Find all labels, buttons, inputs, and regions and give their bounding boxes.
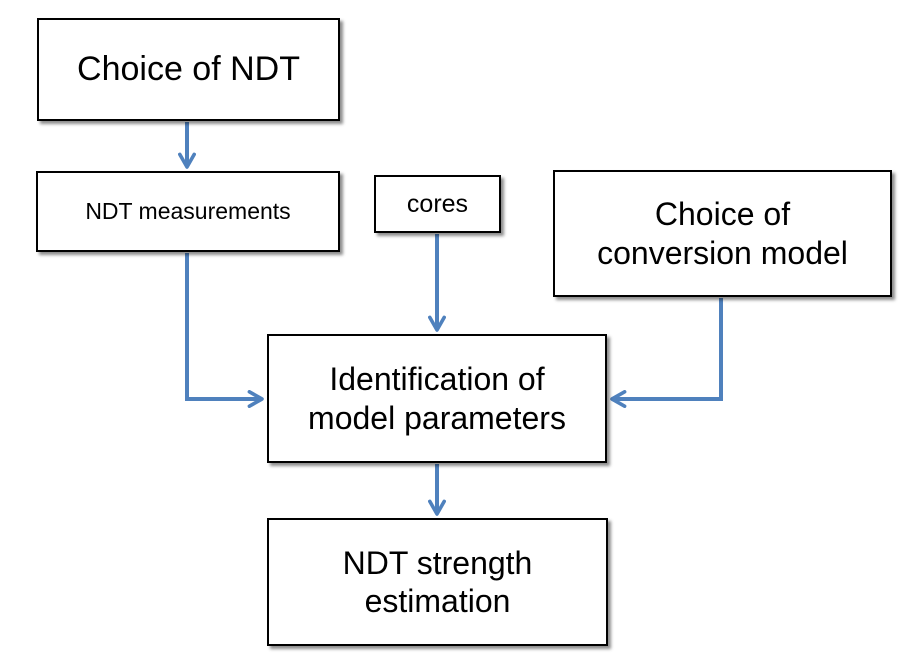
node-label-line: conversion model: [597, 234, 848, 271]
edge-measurements-to-identification: [185, 253, 264, 408]
node-label-line: cores: [406, 190, 469, 218]
node-ndt-measurements: NDT measurements: [36, 171, 340, 252]
node-label-line: Choice of NDT: [77, 50, 300, 89]
node-label-line: model parameters: [308, 399, 566, 436]
node-identification-of-model-parameters: Identification of model parameters: [267, 334, 607, 463]
node-label-line: NDT strength: [342, 544, 533, 581]
node-choice-of-ndt: Choice of NDT: [37, 18, 340, 121]
node-label-line: estimation: [364, 583, 511, 619]
node-label-line: Identification of: [329, 361, 545, 398]
node-cores: cores: [374, 175, 501, 233]
edge-conversion-model-to-identification: [610, 298, 723, 408]
node-choice-of-conversion-model: Choice of conversion model: [553, 170, 892, 297]
node-label-line: NDT measurements: [85, 197, 291, 224]
node-ndt-strength-estimation: NDT strength estimation: [267, 518, 608, 646]
node-label-line: Choice of: [654, 196, 791, 233]
